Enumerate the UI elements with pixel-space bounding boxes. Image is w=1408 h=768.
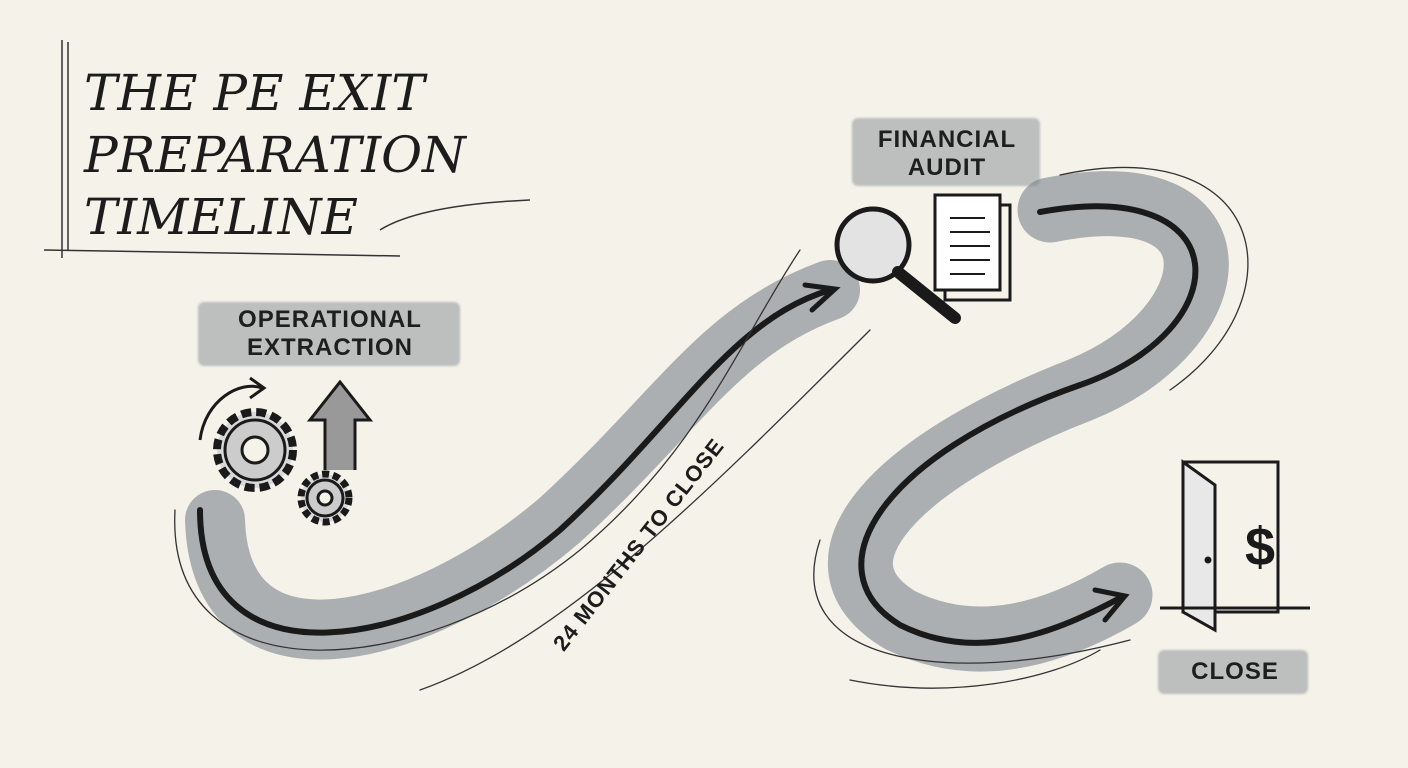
stage-label-operational-extraction: OPERATIONAL EXTRACTION xyxy=(200,306,460,362)
timeline-path-stroke xyxy=(197,287,833,636)
stage-label-line: OPERATIONAL xyxy=(238,306,422,333)
stage-label-close: CLOSE xyxy=(1160,658,1310,686)
arrow-head xyxy=(1092,587,1130,623)
title-line: TIMELINE xyxy=(84,188,358,246)
timeline-path-wash xyxy=(828,171,1229,672)
page-title: THE PE EXIT PREPARATION TIMELINE xyxy=(84,62,466,248)
title-line: PREPARATION xyxy=(84,126,466,184)
dollar-sign: $ xyxy=(1245,517,1275,577)
gears-arrow-icon xyxy=(198,376,374,526)
timeline-path-stroke xyxy=(858,203,1199,646)
stage-label-financial-audit: FINANCIAL AUDIT xyxy=(852,126,1042,182)
stage-label-line: CLOSE xyxy=(1191,658,1279,685)
door-dollar-icon xyxy=(1160,459,1310,633)
title-line: THE PE EXIT xyxy=(84,64,425,122)
stage-label-line: FINANCIAL xyxy=(877,126,1017,153)
arrow-head xyxy=(802,282,841,313)
stage-label-line: EXTRACTION xyxy=(247,334,413,361)
title-frame xyxy=(43,40,531,258)
stage-label-line: AUDIT xyxy=(907,154,987,181)
magnifier-document-icon xyxy=(834,193,1012,324)
